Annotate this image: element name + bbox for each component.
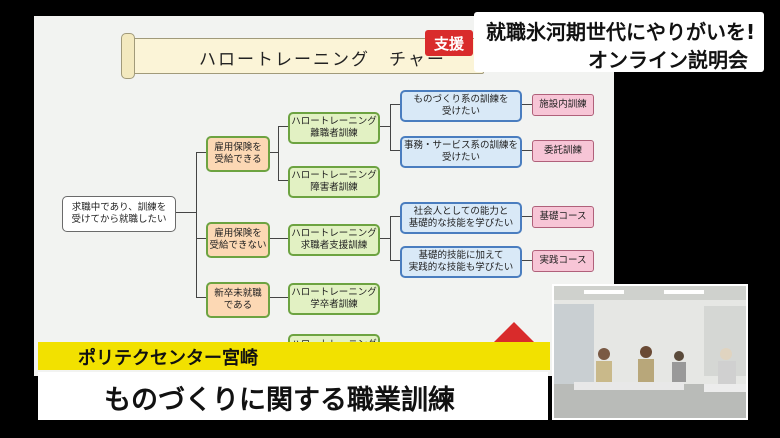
branch-employment-insurance-eligible: 雇用保険を 受給できる	[206, 136, 270, 172]
connector	[390, 150, 400, 151]
connector	[520, 104, 532, 105]
connector	[390, 104, 400, 105]
connector	[268, 238, 288, 239]
org-name-bar: ポリテクセンター宮崎	[38, 342, 550, 370]
support-badge: 支援	[425, 30, 473, 56]
connector	[520, 216, 532, 217]
connector	[278, 126, 279, 180]
training-disabled-persons: ハロートレーニング 障害者訓練	[288, 166, 380, 198]
option-manufacturing: ものづくり系の訓練を 受けたい	[400, 90, 522, 122]
connector	[268, 152, 278, 153]
org-name: ポリテクセンター宮崎	[78, 348, 258, 369]
connector	[390, 216, 391, 260]
option-practical-skills: 基礎的技能に加えて 実践的な技能も学びたい	[400, 246, 522, 278]
headline-line2: オンライン説明会	[588, 48, 748, 72]
connector	[390, 104, 391, 150]
connector	[196, 152, 197, 297]
result-consigned-training: 委託訓練	[532, 140, 594, 162]
connector	[196, 238, 206, 239]
connector	[196, 152, 206, 153]
headline-box: 就職氷河期世代にやりがいを! オンライン説明会	[474, 12, 764, 72]
scroll-curl-decoration	[121, 33, 135, 79]
connector	[390, 260, 400, 261]
slide-title-banner: ハロートレーニング チャー	[121, 33, 484, 79]
caption-bar: ものづくりに関する職業訓練	[38, 372, 548, 420]
connector	[378, 126, 390, 127]
chart-root-node: 求職中であり、訓練を 受けてから就職したい	[62, 196, 176, 232]
connector	[520, 260, 532, 261]
branch-employment-insurance-ineligible: 雇用保険を 受給できない	[206, 222, 270, 258]
result-practical-course: 実践コース	[532, 250, 594, 272]
slide: ハロートレーニング チャー 求職中であり、訓練を 受けてから就職したい 雇用保険…	[34, 16, 614, 376]
caption-text: ものづくりに関する職業訓練	[104, 385, 455, 416]
headline-line1: 就職氷河期世代にやりがいを!	[486, 20, 756, 44]
branch-new-graduate-unemployed: 新卒未就職 である	[206, 282, 270, 318]
slide-title: ハロートレーニング チャー	[199, 50, 446, 70]
training-job-seeker-support: ハロートレーニング 求職者支援訓練	[288, 224, 380, 256]
connector	[268, 297, 288, 298]
connector	[278, 126, 288, 127]
connector	[278, 180, 288, 181]
connector	[390, 216, 400, 217]
option-basic-skills: 社会人としての能力と 基礎的な技能を学びたい	[400, 202, 522, 234]
connector	[196, 297, 206, 298]
connector	[174, 212, 196, 213]
video-inset	[552, 284, 748, 420]
training-displaced-workers: ハロートレーニング 離職者訓練	[288, 112, 380, 144]
result-basic-course: 基礎コース	[532, 206, 594, 228]
result-in-facility-training: 施設内訓練	[532, 94, 594, 116]
connector	[520, 150, 532, 151]
option-office-service: 事務・サービス系の訓練を 受けたい	[400, 136, 522, 168]
training-graduate: ハロートレーニング 学卒者訓練	[288, 283, 380, 315]
classroom-video-image	[554, 286, 746, 418]
connector	[378, 238, 390, 239]
